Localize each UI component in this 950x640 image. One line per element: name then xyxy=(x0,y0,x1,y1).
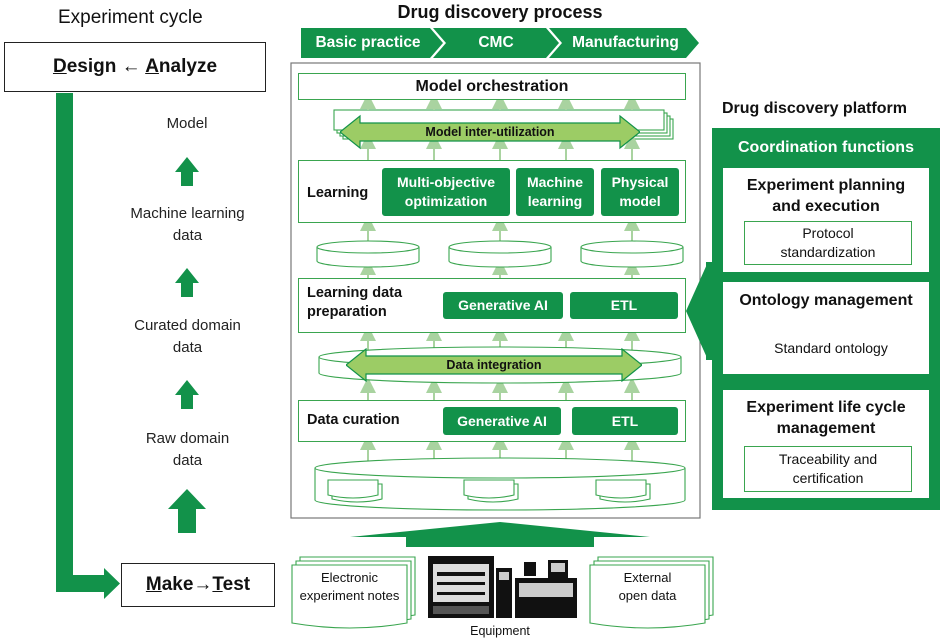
card-ontology-management-title: Ontology management xyxy=(739,291,913,309)
cycle-loop-arrow xyxy=(56,93,120,599)
data-integration-arrow xyxy=(346,348,642,382)
card-life-cycle-management-sub: Traceability and certification xyxy=(744,446,912,492)
experiment-cycle-title: Experiment cycle xyxy=(58,7,203,28)
external-data-label: External open data xyxy=(618,570,677,603)
electronic-notes-label: Electronic experiment notes xyxy=(299,570,400,603)
model-orchestration-box: Model orchestration xyxy=(298,73,686,100)
design-analyze-box: Design ← Analyze xyxy=(4,42,266,92)
process-title: Drug discovery process xyxy=(397,1,603,22)
multi-objective-optimization-box: Multi-objective optimization xyxy=(382,168,510,216)
platform-title: Drug discovery platform xyxy=(722,100,907,117)
chevron-cmc xyxy=(433,28,559,58)
stage-raw-data: Raw domain data xyxy=(145,430,230,469)
etl-box-curation: ETL xyxy=(572,407,678,435)
platform-arrow xyxy=(686,262,708,360)
data-integration-label: Data integration xyxy=(446,358,542,372)
data-curation-label: Data curation xyxy=(307,412,400,428)
up-arrow-3 xyxy=(175,380,199,409)
make-test-box: Make→Test xyxy=(121,563,275,607)
generative-ai-box-prep: Generative AI xyxy=(443,292,563,319)
step-cmc: CMC xyxy=(478,34,514,51)
learning-data-preparation-label: Learning data preparation xyxy=(307,285,403,320)
card-ontology-management xyxy=(723,282,929,374)
equipment-label: Equipment xyxy=(470,624,530,638)
design-analyze-label: Design ← Analyze xyxy=(52,56,218,77)
notes-stack xyxy=(291,556,416,629)
machine-learning-box: Machine learning xyxy=(516,168,594,216)
etl-box-prep: ETL xyxy=(570,292,678,319)
step-manufacturing: Manufacturing xyxy=(572,34,679,51)
card-ontology-management-sub: Standard ontology xyxy=(774,340,888,356)
card-experiment-planning-sub: Protocol standardization xyxy=(744,221,912,265)
chevron-basic-practice xyxy=(301,28,443,58)
raw-data-docs xyxy=(327,479,651,503)
equipment-icon xyxy=(428,556,577,618)
generative-ai-box-curation: Generative AI xyxy=(443,407,561,435)
input-arrow xyxy=(350,522,650,547)
make-test-label: Make→Test xyxy=(145,574,251,595)
card-life-cycle-management-title: Experiment life cycle management xyxy=(746,399,906,437)
model-inter-utilization-label: Model inter-utilization xyxy=(425,125,555,139)
coordination-functions-title: Coordination functions xyxy=(738,139,914,156)
stage-model: Model xyxy=(166,115,208,132)
model-orchestration-label: Model orchestration xyxy=(415,77,569,95)
learning-label: Learning xyxy=(307,185,369,201)
up-arrow-4 xyxy=(168,489,206,533)
card-experiment-planning-title: Experiment planning and execution xyxy=(746,177,906,215)
stage-curated-data: Curated domain data xyxy=(134,317,241,356)
step-basic-practice: Basic practice xyxy=(315,34,421,51)
external-data-stack xyxy=(589,556,714,629)
model-inter-utilization-arrow xyxy=(340,114,640,150)
up-arrow-1 xyxy=(175,157,199,186)
ml-data-cylinders xyxy=(316,240,684,268)
up-arrow-2 xyxy=(175,268,199,297)
chevron-manufacturing xyxy=(549,28,699,58)
process-chevrons xyxy=(301,28,699,58)
physical-model-box: Physical model xyxy=(601,168,679,216)
stage-ml-data: Machine learning data xyxy=(130,205,245,244)
